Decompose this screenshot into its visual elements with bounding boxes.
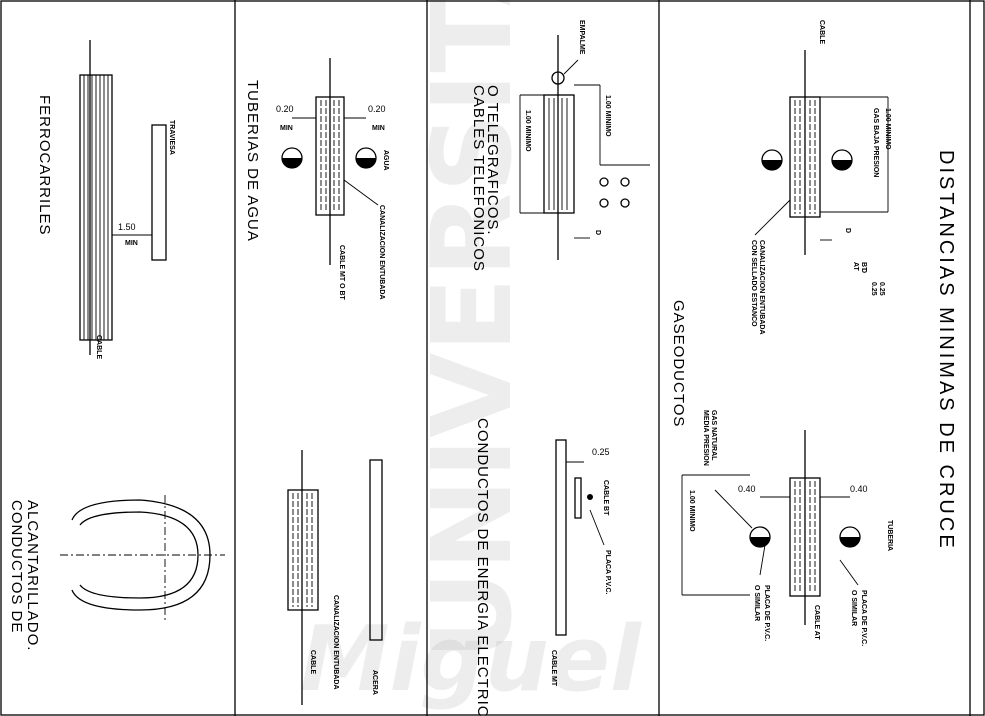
panel-acera: CANALIZACION ENTUBADA CABLE ACERA <box>287 450 383 705</box>
gaseoductos-label: GASEODUCTOS <box>670 300 687 427</box>
agua-agua: AGUA <box>382 150 389 171</box>
watermark-line2: Miguel <box>300 607 642 712</box>
gas-d: D <box>844 228 851 233</box>
gas-at-val: 0.25 <box>878 282 885 296</box>
energia-cable-mt: CABLE MT <box>550 650 557 687</box>
tel-d: D <box>594 230 601 235</box>
tel-min-right: 1.00 MINIMO <box>604 95 611 137</box>
gaseo-min: 1.00 MINIMO <box>688 490 695 532</box>
gaseo-media: MEDIA PRESION <box>702 410 709 466</box>
gaseo-placa-left1: PLACA DE P.V.C. <box>763 585 770 641</box>
panel-telefonicos: CABLES TELEFONICOS O TELEGRAFICOS. EMPAL… <box>470 20 650 272</box>
empalme-label: EMPALME <box>578 20 585 55</box>
traviesa-label: TRAVIESA <box>168 120 175 155</box>
gas-min: 1.00 MINIMO <box>884 108 891 150</box>
energia-label: CONDUCTOS DE ENERGIA ELECTRICA <box>474 418 491 716</box>
gas-d-label: D <box>860 268 867 273</box>
energia-cable-bt: CABLE BT <box>602 480 609 516</box>
panel-ferrocarriles: FERROCARRILES TRAVIESA 1.50 MIN CABLE <box>36 40 175 359</box>
agua-label: TUBERIAS DE AGUA <box>244 80 261 242</box>
ferro-dist: 1.50 <box>118 222 136 232</box>
gas-canal1: CANALIZACION ENTUBADA <box>758 240 765 335</box>
panel-gaseoductos: GASEODUCTOS 0.40 0.40 GAS NATURAL MEDIA … <box>670 300 893 646</box>
agua-min-left: MIN <box>280 125 293 132</box>
energia-dist: 0.25 <box>592 447 610 457</box>
agua-dist-right: 0.20 <box>368 104 386 114</box>
ferrocarriles-label: FERROCARRILES <box>36 95 53 236</box>
acera-cable: CABLE <box>309 650 316 674</box>
telefonicos-label2: O TELEGRAFICOS. <box>484 85 501 236</box>
telefonicos-label1: CABLES TELEFONICOS <box>470 85 487 272</box>
agua-dist-left: 0.20 <box>276 104 294 114</box>
gas-cable: CABLE <box>818 20 825 44</box>
watermark-line1: UNIVERSITAS <box>408 0 536 660</box>
gaseo-dist-right: 0.40 <box>850 484 868 494</box>
gas-bt: BT <box>860 262 867 272</box>
alcantarillado-label2: ALCANTARILLADO. <box>24 500 41 651</box>
watermark: UNIVERSITAS <box>408 0 536 660</box>
ferro-min: MIN <box>125 240 138 247</box>
gaseo-placa-right2: O SIMILAR <box>850 590 857 626</box>
gaseo-dist-left: 0.40 <box>738 484 756 494</box>
panel-agua: TUBERIAS DE AGUA 0.20 MIN 0.20 MIN AGUA … <box>244 58 389 301</box>
ferro-cable: CABLE <box>95 335 102 359</box>
acera-canalizacion: CANALIZACION ENTUBADA <box>332 595 339 690</box>
tel-min-left: 1.00 MINIMO <box>524 110 531 152</box>
alcantarillado-label1: CONDUCTOS DE <box>8 500 25 633</box>
gaseo-placa-left2: O SIMILAR <box>753 585 760 621</box>
gaseo-gas-natural: GAS NATURAL <box>710 410 717 461</box>
agua-canalizacion: CANALIZACION ENTUBADA <box>378 205 385 300</box>
gas-baja: GAS BAJA PRESION <box>872 108 879 177</box>
panel-alcantarillado: CONDUCTOS DE ALCANTARILLADO. <box>8 495 225 651</box>
acera-acera: ACERA <box>371 670 378 695</box>
gaseo-placa-right1: PLACA DE P.V.C. <box>860 590 867 646</box>
main-title: DISTANCIAS MINIMAS DE CRUCE <box>935 150 957 551</box>
gas-bt-val: 0.25 <box>870 282 877 296</box>
agua-cable: CABLE MT O BT <box>338 245 345 301</box>
gas-canal2: CON SELLADO ESTANCO <box>750 240 757 327</box>
panel-gas: CABLE 1.00 MINIMO GAS BAJA PRESION D CAN… <box>750 20 957 551</box>
energia-placa: PLACA P.V.C. <box>604 550 611 595</box>
agua-min-right: MIN <box>372 125 385 132</box>
gaseo-cable-at: CABLE AT <box>813 605 820 640</box>
gas-at: AT <box>852 262 859 272</box>
panel-energia: CONDUCTOS DE ENERGIA ELECTRICA 0.25 CABL… <box>474 418 611 716</box>
gaseo-tuberia: TUBERIA <box>886 520 893 551</box>
